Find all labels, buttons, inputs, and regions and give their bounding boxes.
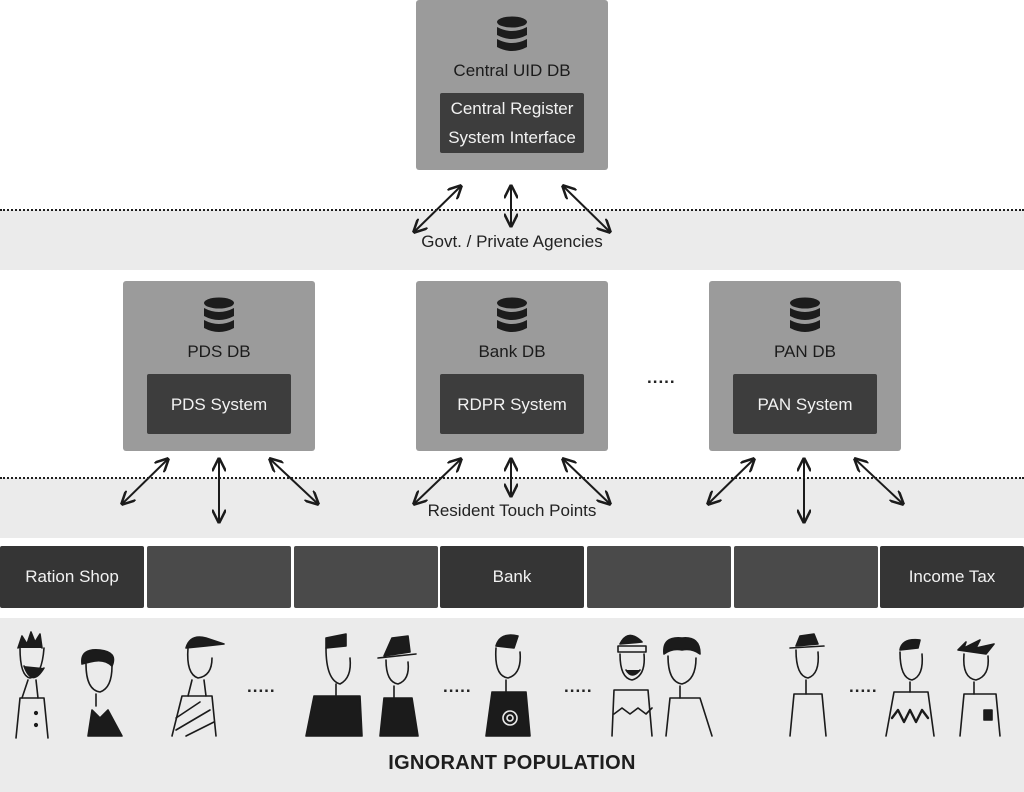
arrow-pan-left xyxy=(708,459,754,504)
arrow-central-left xyxy=(414,186,461,232)
touch-point-blank-3 xyxy=(587,546,731,608)
person-icon xyxy=(15,631,49,739)
db-ellipsis: ..... xyxy=(647,368,676,387)
person-icon xyxy=(485,634,531,737)
arrow-central-right xyxy=(563,186,610,232)
person-icon xyxy=(81,648,123,737)
pan-db-label: PAN DB xyxy=(773,342,837,361)
bank-db-label: Bank DB xyxy=(478,342,546,361)
person-icon xyxy=(957,639,1001,737)
database-icon xyxy=(790,297,820,332)
person-icon xyxy=(789,633,827,737)
pds-db-box: PDS DB PDS System xyxy=(123,281,315,451)
population-title: IGNORANT POPULATION xyxy=(388,752,636,774)
database-icon xyxy=(204,297,234,332)
person-icon xyxy=(885,638,935,737)
touch-points-label: Resident Touch Points xyxy=(427,501,597,520)
arrow-pds-left xyxy=(122,459,168,504)
central-system-line1: Central Register xyxy=(450,99,574,118)
bank-db-box: Bank DB RDPR System xyxy=(416,281,608,451)
population-ellipsis-1: ..... xyxy=(247,677,276,696)
central-uid-db-box: Central UID DB Central Register System I… xyxy=(416,0,608,170)
touch-point-ration-shop: Ration Shop xyxy=(0,546,144,608)
population-ellipsis-2: ..... xyxy=(443,677,472,696)
touch-point-blank-4 xyxy=(734,546,878,608)
person-icon xyxy=(171,636,225,737)
arrow-pan-right xyxy=(855,459,903,504)
database-icon xyxy=(497,297,527,332)
pds-system-box: PDS System xyxy=(147,374,291,434)
connection-arrows xyxy=(0,0,1024,540)
arrow-bank-right xyxy=(563,459,610,504)
population-illustration xyxy=(15,631,1001,739)
arrow-pds-right xyxy=(270,459,318,504)
central-system-line2: System Interface xyxy=(448,128,576,147)
rdpr-system-box: RDPR System xyxy=(440,374,584,434)
touch-point-income-tax: Income Tax xyxy=(880,546,1024,608)
central-db-label: Central UID DB xyxy=(453,61,571,80)
pan-system-box: PAN System xyxy=(733,374,877,434)
database-icon xyxy=(497,16,527,51)
person-icon xyxy=(611,634,653,737)
population-ellipsis-3: ..... xyxy=(564,677,593,696)
touch-point-blank-2 xyxy=(294,546,438,608)
arrow-bank-left xyxy=(414,459,461,504)
pds-db-label: PDS DB xyxy=(187,342,251,361)
person-icon xyxy=(663,637,713,737)
touch-point-blank-1 xyxy=(147,546,291,608)
person-icon xyxy=(377,635,419,737)
pan-db-box: PAN DB PAN System xyxy=(709,281,901,451)
person-icon xyxy=(305,633,363,737)
central-register-system-box: Central Register System Interface xyxy=(440,93,584,153)
population-ellipsis-4: ..... xyxy=(849,677,878,696)
agencies-label: Govt. / Private Agencies xyxy=(421,232,603,251)
touch-point-bank: Bank xyxy=(440,546,584,608)
